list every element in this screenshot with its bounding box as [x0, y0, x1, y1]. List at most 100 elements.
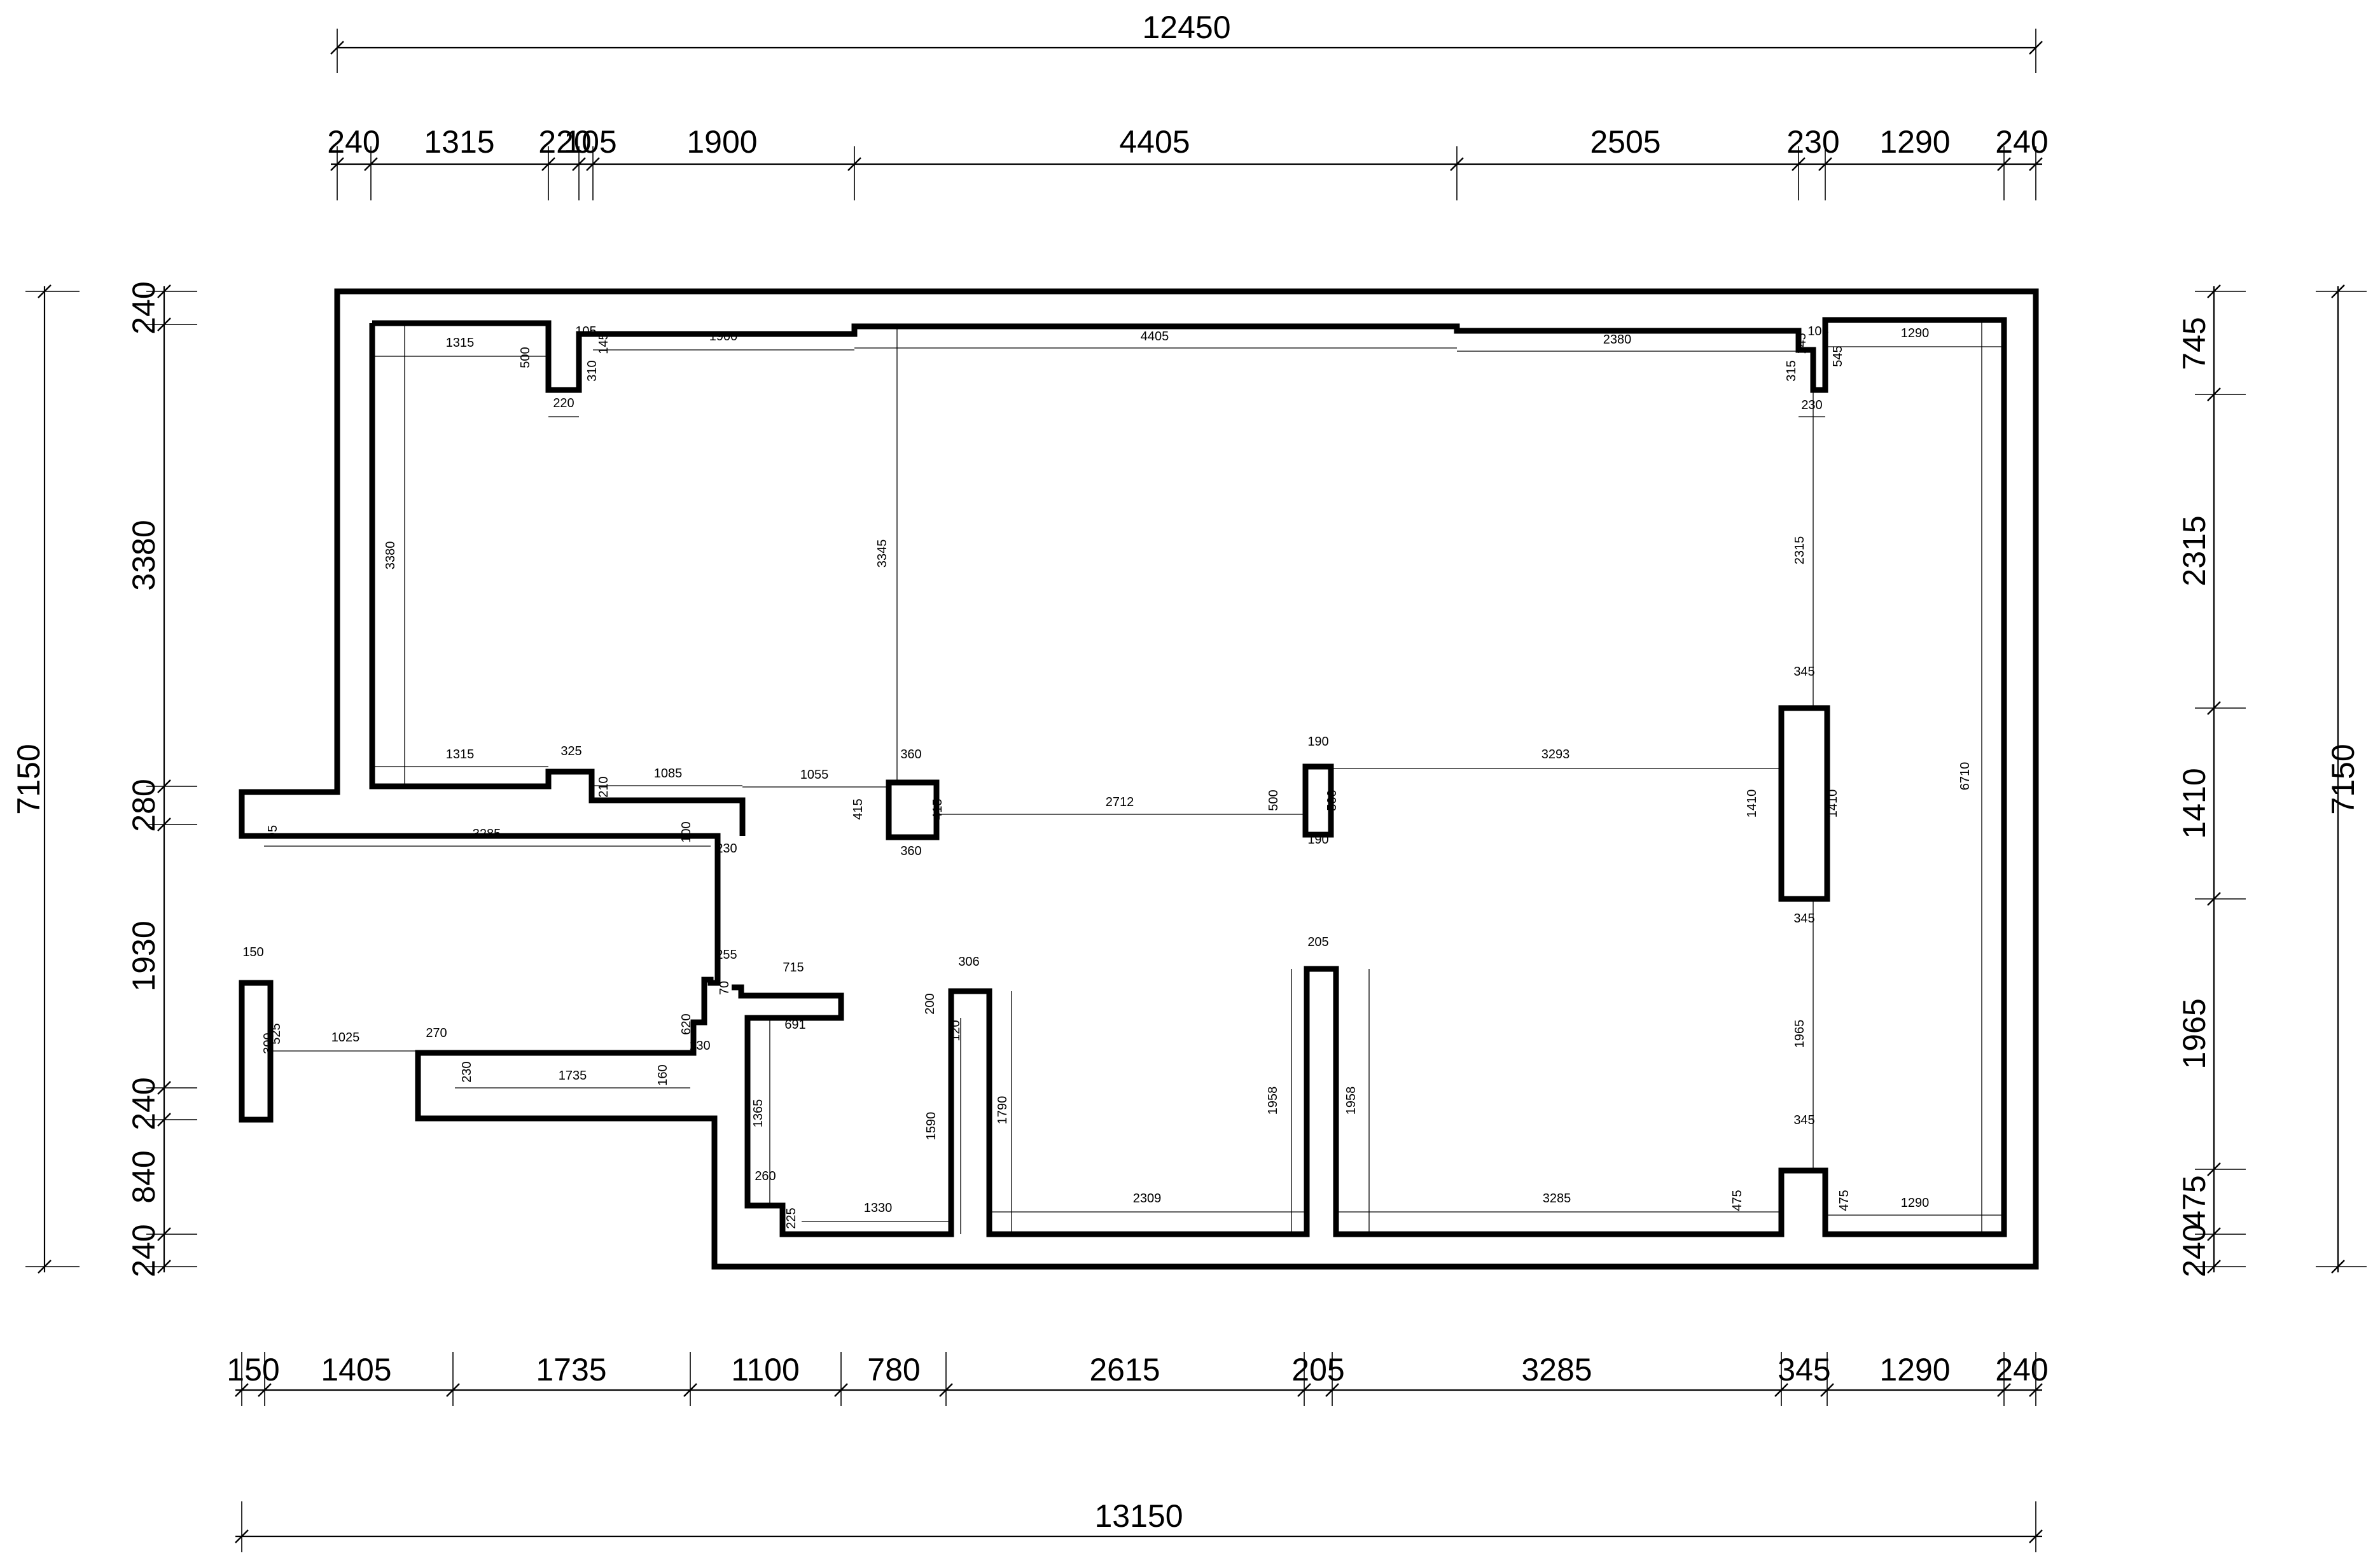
top-seg-4: 105 [564, 124, 616, 160]
dim-ll-r5: 255 [716, 948, 737, 962]
top-seg-7: 2505 [1590, 124, 1660, 160]
dim-ul-step: 325 [560, 744, 581, 758]
bottom-dimensions: 150 1405 1735 1100 780 2615 205 3285 345… [226, 1352, 2049, 1552]
bottom-seg-8: 3285 [1521, 1352, 1592, 1388]
right-seg-6: 240 [2176, 1224, 2212, 1277]
left-seg-6: 840 [126, 1150, 162, 1203]
dim-pr-base2: 475 [1837, 1190, 1851, 1211]
interior-dimensions: 1315 3380 500 220 1315 325 210 1085 105 … [242, 320, 2004, 1234]
bottom-seg-7: 205 [1291, 1352, 1344, 1388]
dim-lr-side: 1365 [751, 1099, 765, 1128]
pillar-right [1778, 705, 1830, 902]
top-seg-2: 1315 [424, 124, 494, 160]
dim-ts-g: 145 [1795, 333, 1809, 354]
dim-ca-h: 415 [851, 798, 865, 819]
dim-lr-door-top: 306 [958, 955, 979, 969]
bottom-seg-3: 1735 [536, 1352, 606, 1388]
column-a [886, 779, 940, 840]
dim-lw-b: 100 [679, 821, 693, 842]
dim-tr-width: 1290 [1901, 326, 1930, 340]
left-seg-5: 240 [126, 1077, 162, 1130]
dim-cb-h: 500 [1267, 789, 1281, 810]
dim-ll-post-h: 525 [269, 1023, 283, 1044]
left-overall-dim: 7150 [11, 744, 46, 814]
dim-ts-f: 2380 [1603, 333, 1632, 347]
bottom-seg-6: 2615 [1089, 1352, 1160, 1388]
dim-lm-wall-h2: 1958 [1344, 1087, 1358, 1115]
right-seg-2: 2315 [2176, 515, 2212, 586]
bottom-seg-10: 1290 [1879, 1352, 1950, 1388]
dim-cb-w2: 190 [1307, 833, 1328, 847]
dim-pr-w3: 345 [1793, 1113, 1814, 1127]
right-seg-4: 1965 [2176, 998, 2212, 1069]
dim-ts-b: 145 [597, 333, 611, 354]
top-dimensions: 12450 240 1315 220 105 1900 4405 2505 23… [327, 10, 2049, 200]
dim-ll-r4: 620 [679, 1013, 693, 1034]
dim-pr-w: 345 [1793, 665, 1814, 679]
inner-wall-upper-room [369, 323, 746, 836]
left-dimensions: 7150 240 3380 280 1930 240 840 240 [11, 281, 197, 1277]
dim-lr-door-h: 200 [923, 993, 937, 1014]
walls [239, 288, 2039, 1270]
bottom-overall-dim: 13150 [1094, 1498, 1183, 1534]
bottom-seg-5: 780 [867, 1352, 920, 1388]
dim-pr-rightlen: 6710 [1958, 762, 1972, 791]
dim-ca-h2: 415 [931, 798, 945, 819]
dim-pr-span: 3293 [1541, 748, 1570, 762]
dim-ts-h: 105 [1807, 324, 1828, 338]
top-overall-dim: 12450 [1142, 10, 1230, 45]
dim-ll-span: 1025 [331, 1031, 360, 1045]
left-seg-4: 1930 [126, 921, 162, 991]
dim-lw-a: 95 [266, 825, 280, 839]
top-seg-6: 4405 [1119, 124, 1190, 160]
dim-ul-step-h: 210 [597, 776, 611, 797]
dim-lm-wall-h: 1958 [1266, 1087, 1280, 1115]
dim-tr-colgap: 230 [1801, 398, 1822, 412]
dim-pr-w2: 345 [1793, 912, 1814, 926]
dim-ul-left: 3380 [384, 541, 398, 570]
bottom-seg-2: 1405 [321, 1352, 391, 1388]
dim-tr-depth: 545 [1831, 345, 1845, 366]
right-seg-1: 745 [2176, 317, 2212, 370]
dim-lr-door-b: 120 [949, 1020, 963, 1041]
top-seg-3: 220 [538, 124, 591, 160]
dim-ca-span: 3345 [875, 539, 889, 568]
dim-ll-run: 1735 [559, 1069, 587, 1083]
top-seg-8: 230 [1786, 124, 1839, 160]
left-seg-1: 240 [126, 281, 162, 334]
bottom-seg-1: 150 [226, 1352, 279, 1388]
top-seg-9: 1290 [1879, 124, 1950, 160]
column-b [1302, 763, 1334, 838]
dim-pr-below: 1965 [1793, 1020, 1807, 1048]
dim-ul-bottom: 1315 [446, 748, 475, 762]
bottom-seg-4: 1100 [731, 1352, 800, 1388]
dim-ll-post-b: 300 [261, 1033, 275, 1054]
dim-ul-top: 1315 [446, 336, 475, 350]
top-seg-5: 1900 [686, 124, 757, 160]
right-overall-dim: 7150 [2325, 744, 2361, 814]
dim-lm-floor: 2309 [1133, 1192, 1162, 1206]
dim-ts-i: 315 [1785, 360, 1799, 381]
dim-pr-bottomright: 1290 [1901, 1196, 1930, 1210]
dim-lr-inner-h: 1590 [924, 1112, 938, 1141]
dim-lr-floor: 1330 [864, 1201, 893, 1215]
top-seg-10: 240 [1995, 124, 2048, 160]
bottom-seg-9: 345 [1778, 1352, 1830, 1388]
dim-ca-gap: 1055 [800, 768, 829, 782]
top-seg-1: 240 [327, 124, 380, 160]
dim-pr-h: 1410 [1745, 789, 1759, 818]
dim-ll-post-w: 150 [242, 945, 263, 959]
dim-lr-top: 691 [784, 1018, 805, 1032]
dim-ll-r3: 130 [689, 1039, 710, 1053]
dim-ca-w: 360 [900, 748, 921, 762]
dim-pr-above: 2315 [1793, 536, 1807, 565]
right-seg-5: 475 [2176, 1175, 2212, 1228]
dim-ul-notch-width: 220 [553, 396, 574, 410]
dim-lr-side2: 1790 [996, 1096, 1010, 1125]
dim-ll-r2: 160 [656, 1064, 670, 1085]
dim-lw-length: 3285 [473, 827, 501, 841]
dim-ll-r6: 70 [718, 981, 732, 995]
dim-ts-c: 310 [585, 360, 599, 381]
dim-cb-w: 190 [1307, 735, 1328, 749]
